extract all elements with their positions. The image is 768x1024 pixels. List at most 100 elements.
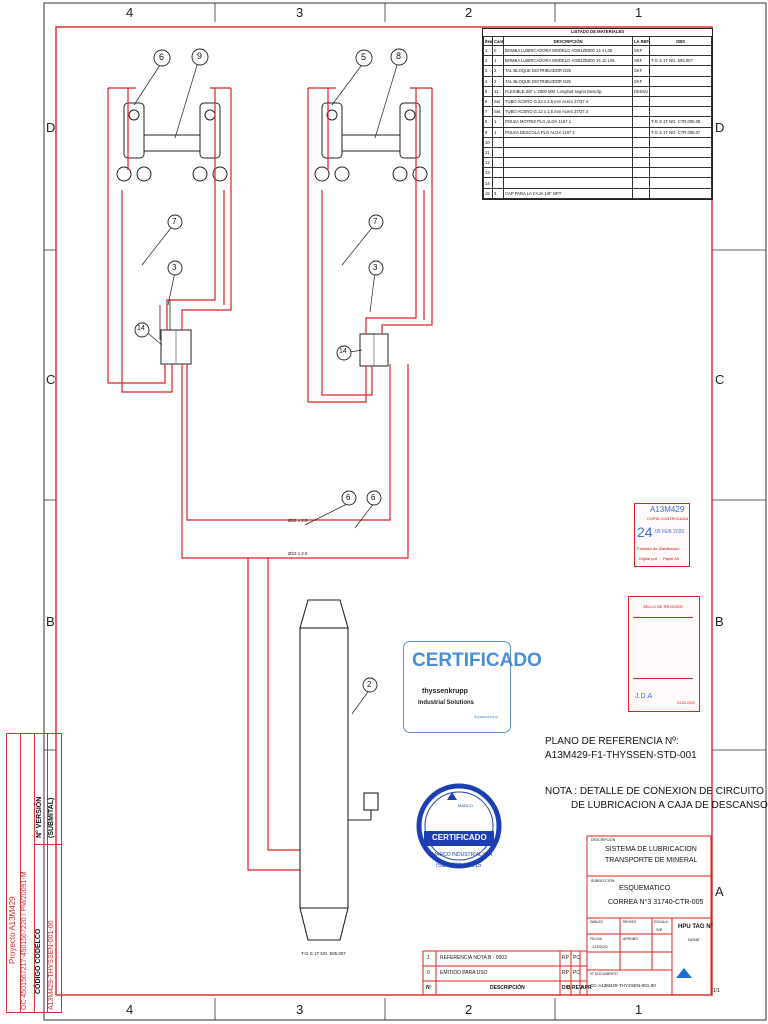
side-codigo-label: CÓDIGO CODELCO (35, 928, 42, 994)
bom-title: LISTADO DE MATERIALES (570, 29, 625, 34)
bom-cell-obs (649, 177, 712, 189)
bom-cell-qty (492, 167, 504, 179)
balloon-3-left: 3 (172, 263, 177, 272)
bom-cell-qty: 1 (492, 55, 504, 67)
review-stamp-grid (633, 617, 693, 679)
bom-cell-obs (649, 75, 712, 87)
stamp-date: 05 FEB 2020 (655, 529, 685, 535)
bom-cell-desc: TUBO ACERO G.22 x 2.5 mm Acero 37/37.4 (503, 95, 633, 108)
bom-cell-desc: TAL BLOQUE DISTRIBUIDOR D25 (503, 75, 633, 87)
bom-cell-desc (503, 146, 633, 159)
zone-row-c-left: C (46, 372, 56, 387)
balloon-9-left: 9 (197, 51, 203, 61)
bom-cell-item: 12 (483, 157, 493, 169)
bom-cell-desc (503, 157, 633, 169)
bom-cell-item: 8 (483, 116, 493, 128)
bom-cell-qty: 3 (492, 187, 504, 199)
balloon-6-mid-a: 6 (346, 493, 351, 502)
tb-desc2: TRANSPORTE DE MINERAL (605, 857, 698, 864)
rev-header-apr: APR (581, 985, 592, 991)
bom-cell-obs (649, 146, 712, 159)
seal-band: CERTIFICADO (432, 833, 487, 842)
seal-line2: ISO 9001 – 2015 (436, 863, 482, 869)
side-codigo-val: A13M429-THYSSEN-001-00 (48, 920, 55, 1011)
review-stamp-date: 04-02-2020 (677, 701, 695, 705)
rev-header-rev: REV (572, 985, 583, 991)
bom-cell-item: 7 (483, 106, 493, 118)
bom-cell-item: 11 (483, 146, 493, 159)
zone-col-1-top: 1 (635, 5, 643, 20)
pipe-label-b: Ø22 x 2.5 (288, 551, 308, 556)
balloon-6-mid-b: 6 (371, 493, 376, 502)
bom-cell-desc: BOMBA LUBRICADORA MODELO AGB1ZB000 14 4 … (503, 44, 633, 57)
bom-cell-obs (649, 106, 712, 118)
bom-cell-obs: T-G S 1T NO. CTR.005.06 (649, 116, 712, 128)
stamp-line2: COPIA CONTROLADA (647, 516, 689, 521)
bom-cell-item: 1 (483, 44, 493, 57)
bom-cell-ref (632, 116, 650, 128)
tb-aprobo: APROBÓ (623, 937, 638, 941)
balloon-7-left: 7 (172, 217, 177, 226)
certificado-line2: Industrial Solutions (418, 700, 475, 706)
bom-cell-obs (649, 85, 712, 97)
bom-cell-item: 5 (483, 85, 493, 97)
tb-reviso: REVISÓ (623, 920, 637, 924)
rev-row0-rev: PC (573, 970, 580, 976)
bom-cell-ref: DEDIAI (632, 85, 650, 97)
bom-table: Ítem Cant DESCRIPCIÓN LA REF. OBS 10 BOMB… (483, 36, 712, 199)
bom-cell-desc (503, 177, 633, 189)
pipe-label-a: Ø22 x 2.5 (288, 518, 308, 523)
bom-row: 11 (483, 146, 712, 159)
bom-cell-item: 2 (483, 55, 493, 67)
bom-cell-qty: 2 (492, 75, 504, 87)
bom-cell-desc: FLEXIBLE 3/8" L 2000 MM. Longitud según … (503, 85, 633, 97)
zone-col-2-top: 2 (465, 5, 473, 20)
review-stamp: SELLO DE REVISIÓN J.D.A 04-02-2020 (628, 596, 700, 712)
zone-row-a-right: A (715, 884, 724, 899)
tb-escala: ESCALA (654, 920, 668, 924)
bom-cell-desc: POLEA MOTRIZ PLG ALOA 1167 1 (503, 116, 633, 128)
bom-cell-item: 3 (483, 65, 493, 77)
bom-header-row: Ítem Cant DESCRIPCIÓN LA REF. OBS (483, 36, 712, 46)
tb-fecha: FECHA (590, 937, 602, 941)
balloon-5-right: 5 (361, 52, 367, 62)
certificado-box: CERTIFICADO thyssenkrupp Industrial Solu… (403, 641, 542, 733)
tb-sub1: ESQUEMATICO (619, 885, 671, 892)
rev-header-num: Nº (426, 985, 432, 991)
zone-col-4-bottom: 4 (126, 1002, 134, 1017)
review-stamp-title: SELLO DE REVISIÓN (643, 604, 683, 609)
certificado-line1: thyssenkrupp (422, 688, 468, 695)
corner-mark: 1/1 (713, 988, 720, 994)
bom-cell-obs (649, 95, 712, 108)
bom-cell-ref: SKF (632, 65, 650, 77)
lube-tank (299, 599, 379, 941)
bom-cell-ref (632, 167, 650, 179)
bom-cell-obs (649, 44, 712, 57)
bom-cell-obs: T-G S 1T NO. CTR.005.07 (649, 126, 712, 138)
reference-label: PLANO DE REFERENCIA Nº: (545, 736, 679, 747)
bom-cell-item: 14 (483, 177, 493, 189)
stamp-line1: A13M429 (650, 505, 685, 514)
seal-line1: MARCO INDUSTRIAL SpA (432, 852, 493, 858)
zone-row-d-left: D (46, 120, 56, 135)
tb-plano-val: NONE (688, 937, 700, 942)
balloon-2-tank: 2 (367, 680, 372, 689)
bom-cell-obs: T-G S 1T NO. 505.007 (649, 55, 712, 67)
zone-row-c-right: C (715, 372, 725, 387)
tb-desc1: SISTEMA DE LUBRICACION (605, 846, 697, 853)
tb-desc-label: DESCRIPCIÓN (591, 838, 616, 842)
distribution-stamp: A13M429 COPIA CONTROLADA 24 05 FEB 2020 … (634, 503, 690, 567)
bom-cell-item: 10 (483, 136, 493, 148)
bom-cell-desc: TAL BLOQUE DISTRIBUIDOR D25 (503, 65, 633, 77)
bom-cell-obs (649, 136, 712, 148)
balloon-7-right: 7 (373, 217, 378, 226)
bom-cell-qty (492, 157, 504, 169)
bom-cell-ref: SKF (632, 55, 650, 67)
zone-col-3-top: 3 (296, 5, 304, 20)
review-stamp-sig: J.D.A (635, 693, 653, 700)
